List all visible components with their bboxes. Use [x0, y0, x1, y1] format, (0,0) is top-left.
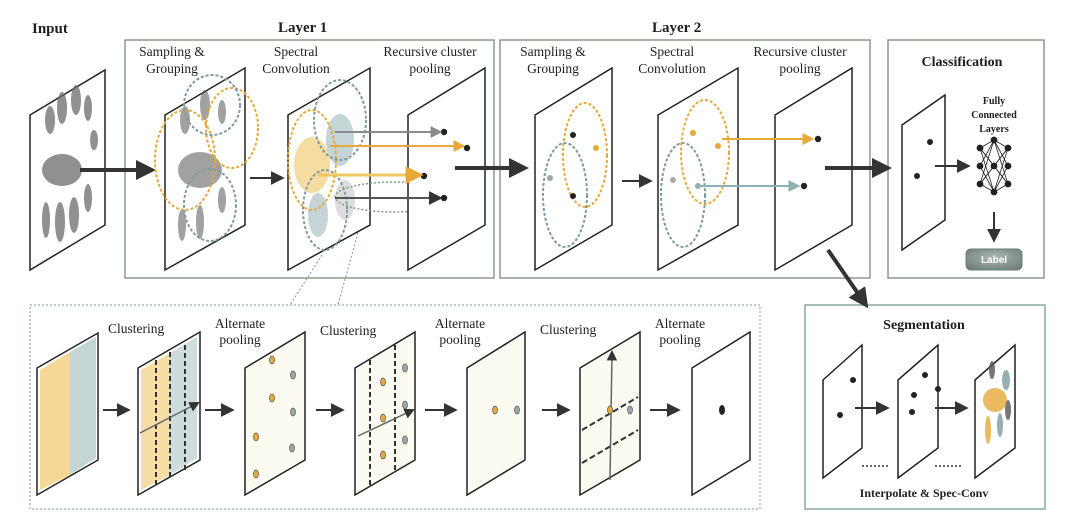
- detail-alternate-2a: Alternate: [435, 316, 485, 331]
- l1-spectral-label-2: Convolution: [262, 61, 330, 76]
- l1-recursive-label-1: Recursive cluster: [383, 44, 477, 59]
- zoom-line-right: [337, 224, 361, 306]
- fc-label-1: Fully: [983, 96, 1005, 107]
- fc-label-2: Connected: [971, 110, 1017, 121]
- layer1-box: [124, 39, 495, 279]
- layer2-box: [499, 39, 871, 279]
- l2-spectral-label-2: Convolution: [638, 61, 706, 76]
- detail-plane-clustering-3: [579, 330, 641, 497]
- l2-sampling-label-1: Sampling &: [520, 44, 586, 59]
- l1-spectral-plane: [287, 66, 456, 272]
- classification-plane: [901, 93, 946, 252]
- l2-pooling-plane: [774, 66, 853, 272]
- detail-plane-pooling-1: [244, 330, 306, 497]
- l1-sampling-label-1: Sampling &: [139, 44, 205, 59]
- detail-alternate-1b: pooling: [219, 332, 261, 347]
- detail-alternate-1a: Alternate: [215, 316, 265, 331]
- l1-pooling-plane: [407, 66, 486, 272]
- arrow-layer2-to-segmentation: [826, 248, 869, 309]
- input-title: Input: [32, 21, 68, 37]
- detail-plane-clustering-1: [137, 330, 201, 497]
- detail-clustering-2: Clustering: [320, 323, 376, 338]
- l1-spectral-label-1: Spectral: [274, 44, 318, 59]
- seg-plane-output: [974, 343, 1016, 480]
- l2-recursive-label-1: Recursive cluster: [753, 44, 847, 59]
- layer1-title: Layer 1: [278, 20, 327, 36]
- segmentation-caption: Interpolate & Spec-Conv: [860, 486, 989, 500]
- segmentation-box: [804, 304, 1046, 510]
- segmentation-title: Segmentation: [883, 318, 965, 333]
- l2-spectral-label-1: Spectral: [650, 44, 694, 59]
- seg-plane-2: [897, 343, 941, 480]
- detail-alternate-3a: Alternate: [655, 316, 705, 331]
- detail-clustering-3: Clustering: [540, 322, 596, 337]
- label-badge: [965, 248, 1023, 271]
- detail-plane-input: [36, 331, 99, 497]
- fc-network-icon: [976, 136, 1012, 196]
- detail-alternate-3b: pooling: [659, 332, 701, 347]
- input-plane: [29, 68, 106, 272]
- l2-recursive-label-2: pooling: [779, 61, 821, 76]
- detail-plane-clustering-2: [354, 330, 416, 497]
- fc-label-3: Layers: [979, 124, 1009, 135]
- l2-spectral-plane: [657, 66, 739, 272]
- detail-alternate-2b: pooling: [439, 332, 481, 347]
- l1-recursive-label-2: pooling: [409, 61, 451, 76]
- layer2-title: Layer 2: [652, 20, 701, 36]
- seg-plane-1: [822, 343, 863, 480]
- detail-plane-pooling-3: [691, 330, 751, 497]
- l1-sampling-plane: [154, 66, 259, 272]
- detail-box: [29, 304, 761, 510]
- classification-title: Classification: [922, 55, 1003, 70]
- l2-sampling-plane: [534, 66, 613, 272]
- label-badge-text: Label: [981, 255, 1007, 266]
- l1-sampling-label-2: Grouping: [146, 61, 198, 76]
- detail-plane-pooling-2: [466, 330, 526, 497]
- zoom-line-left: [289, 254, 323, 306]
- detail-clustering-1: Clustering: [108, 321, 164, 336]
- l2-sampling-label-2: Grouping: [527, 61, 579, 76]
